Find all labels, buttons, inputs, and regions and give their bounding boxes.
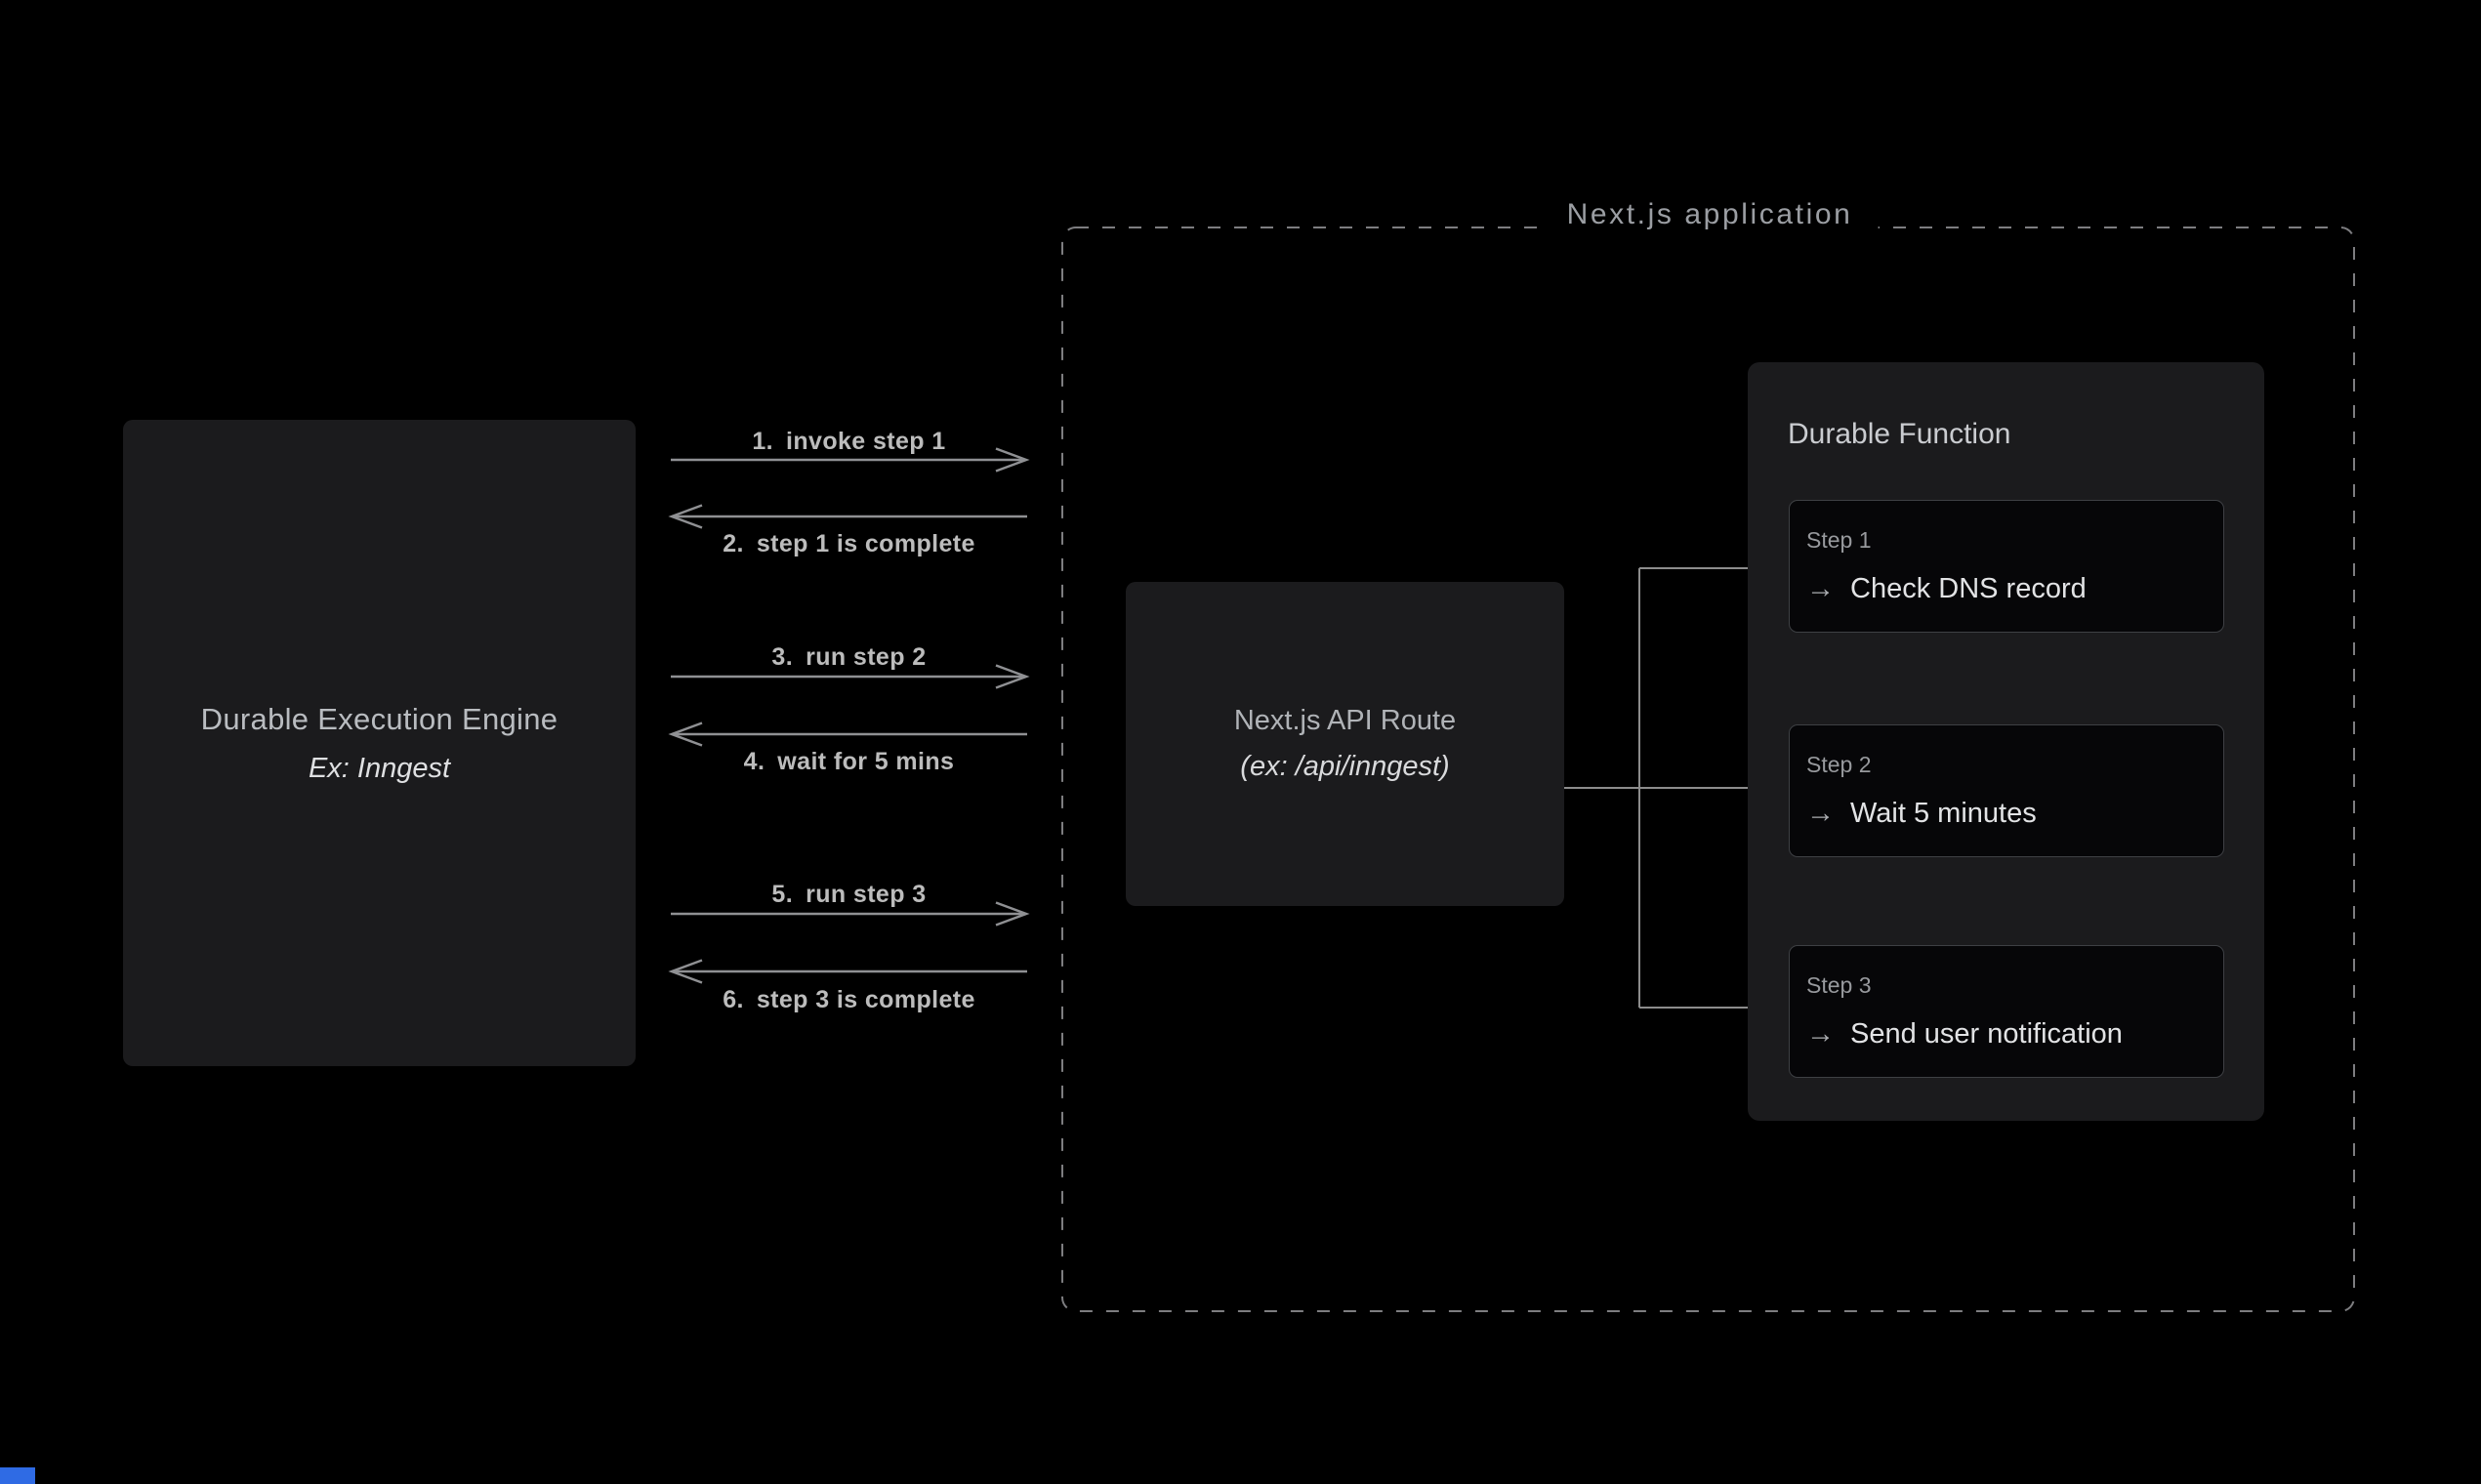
arrow-wait-5-mins-head — [668, 721, 703, 747]
seq-label-step1-complete: 2. step 1 is complete — [671, 528, 1027, 559]
nextjs-api-route-box: Next.js API Route (ex: /api/inngest) — [1126, 582, 1564, 906]
arrow-step3-complete-head — [668, 959, 703, 984]
durable-function-box: Durable Function Step 1 → Check DNS reco… — [1748, 362, 2264, 1121]
seq-number: 6. — [723, 986, 744, 1013]
seq-text: run step 2 — [806, 643, 927, 671]
seq-number: 2. — [723, 530, 744, 557]
arrow-invoke-step1-head — [995, 447, 1030, 473]
seq-text: run step 3 — [806, 881, 927, 908]
engine-title: Durable Execution Engine — [200, 701, 558, 736]
durable-function-title: Durable Function — [1788, 418, 2011, 450]
seq-text: wait for 5 mins — [777, 748, 955, 775]
step2-label: Step 2 — [1806, 752, 1872, 777]
step-card-2: Step 2 → Wait 5 minutes — [1789, 724, 2224, 857]
seq-number: 4. — [743, 748, 765, 775]
seq-label-wait-5-mins: 4. wait for 5 mins — [671, 746, 1027, 777]
arrow-run-step2-head — [995, 664, 1030, 689]
step1-action-text: Check DNS record — [1850, 573, 2087, 604]
durable-execution-engine-box: Durable Execution Engine Ex: Inngest — [123, 420, 636, 1066]
corner-blue-artifact — [0, 1467, 35, 1484]
engine-subtitle: Ex: Inngest — [308, 752, 451, 784]
step-card-1: Step 1 → Check DNS record — [1789, 500, 2224, 633]
step1-label: Step 1 — [1806, 527, 1872, 553]
seq-label-invoke-step1: 1. invoke step 1 — [671, 426, 1027, 457]
sequence-arrows — [668, 447, 1030, 984]
step2-action-text: Wait 5 minutes — [1850, 798, 2037, 829]
seq-text: invoke step 1 — [786, 428, 946, 455]
nextjs-application-label: Next.js application — [1541, 190, 1879, 239]
arrow-step1-complete-head — [668, 504, 703, 529]
seq-number: 1. — [752, 428, 774, 455]
right-arrow-icon: → — [1806, 798, 1835, 829]
api-route-title: Next.js API Route — [1233, 705, 1457, 736]
seq-text: step 1 is complete — [756, 530, 975, 557]
seq-number: 5. — [771, 881, 794, 908]
arrow-run-step3-head — [995, 901, 1030, 927]
seq-number: 3. — [771, 643, 794, 671]
step2-action: → Wait 5 minutes — [1806, 798, 2223, 830]
right-arrow-icon: → — [1806, 573, 1835, 604]
seq-label-run-step3: 5. run step 3 — [671, 879, 1027, 910]
step-card-3: Step 3 → Send user notification — [1789, 945, 2224, 1078]
right-arrow-icon: → — [1806, 1018, 1835, 1050]
step1-action: → Check DNS record — [1806, 573, 2223, 605]
seq-label-step3-complete: 6. step 3 is complete — [671, 984, 1027, 1015]
api-route-subtitle: (ex: /api/inngest) — [1240, 751, 1450, 782]
step3-label: Step 3 — [1806, 972, 1872, 998]
nextjs-application-dashed-border — [1061, 227, 2355, 1312]
seq-text: step 3 is complete — [756, 986, 975, 1013]
step3-action-text: Send user notification — [1850, 1018, 2123, 1050]
seq-label-run-step2: 3. run step 2 — [671, 641, 1027, 673]
step3-action: → Send user notification — [1806, 1018, 2223, 1051]
